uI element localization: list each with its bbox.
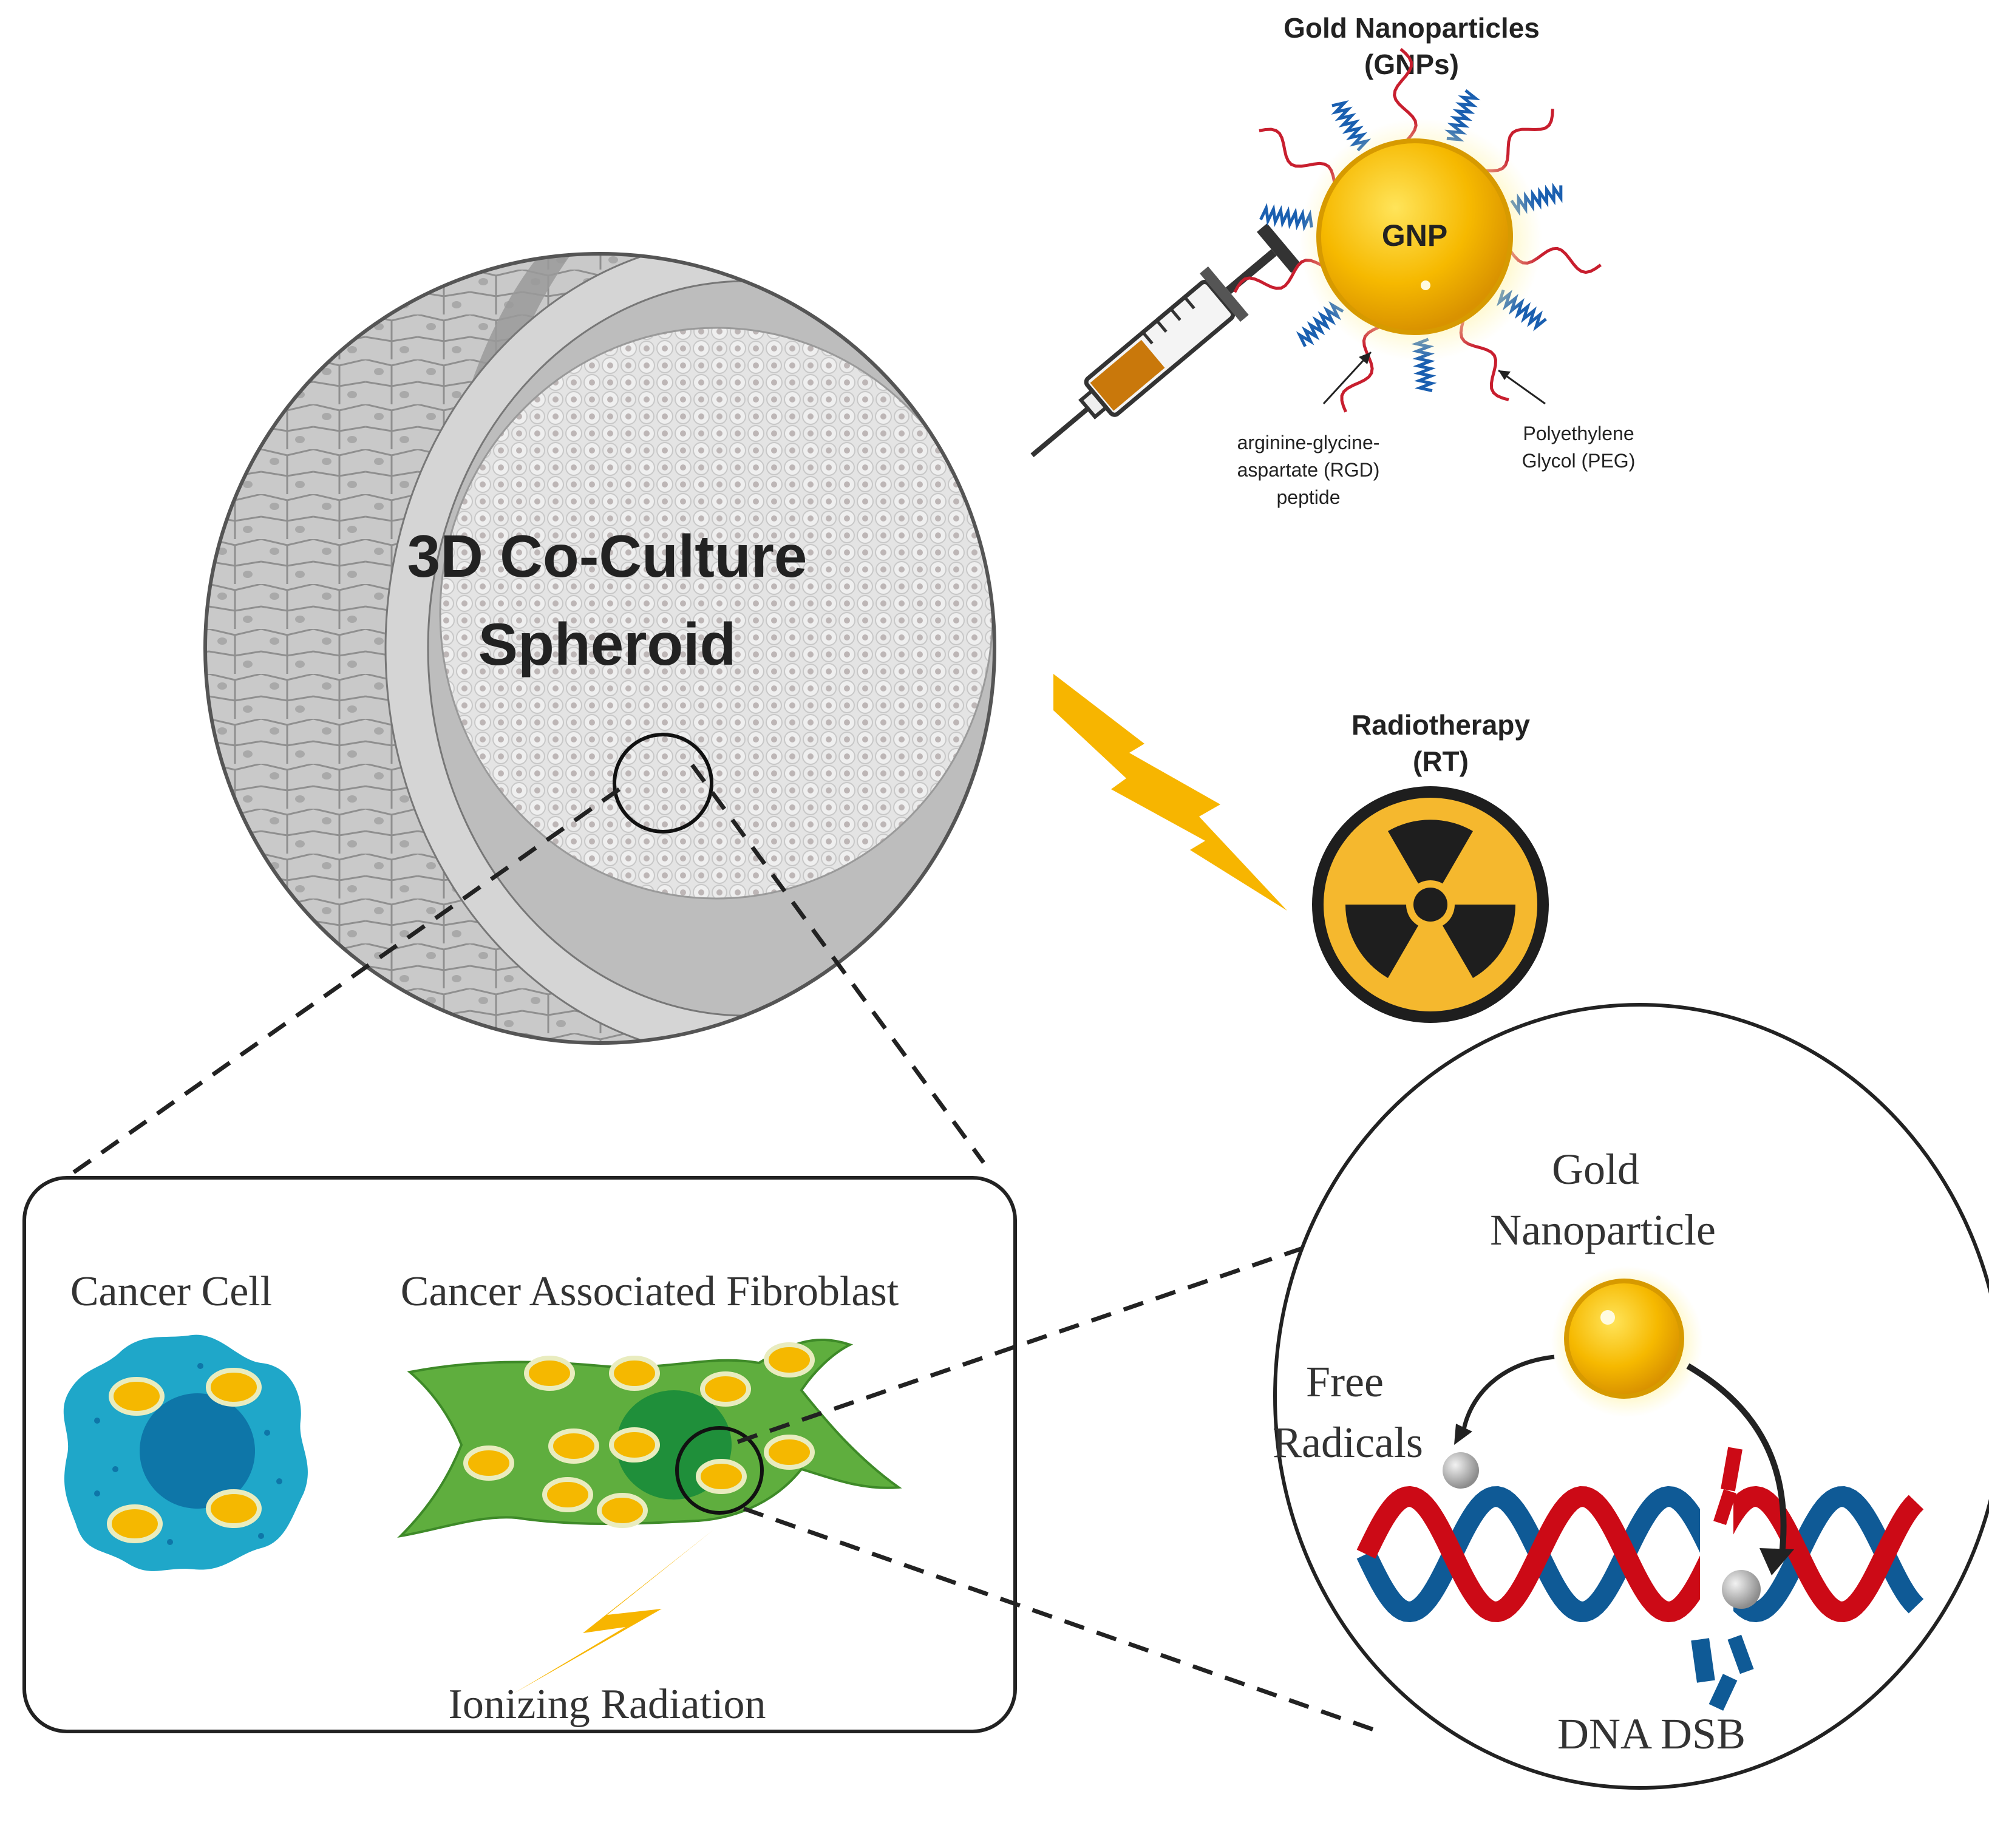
rgd-label-line3: peptide (1277, 486, 1341, 508)
spheroid-title-line1: 3D Co-Culture (407, 523, 807, 589)
spheroid: 3D Co-Culture Spheroid (203, 252, 996, 1045)
radiation-symbol-icon (1312, 786, 1549, 1023)
cancer-cell-label: Cancer Cell (70, 1268, 272, 1315)
peg-label-line1: Polyethylene (1523, 423, 1634, 444)
rgd-label-line2: aspartate (RGD) (1237, 459, 1380, 481)
dna-helix-icon (1356, 1447, 1924, 1711)
ionizing-radiation-label: Ionizing Radiation (449, 1681, 766, 1728)
zoom-circle: Gold Nanoparticle Free Radicals DNA DSB (1273, 1003, 1989, 1790)
zoom-gnp-label-line1: Gold (1552, 1145, 1639, 1194)
radiotherapy-panel: Radiotherapy (RT) (1053, 674, 1549, 1023)
rt-title-line1: Radiotherapy (1352, 709, 1530, 741)
dsb-arrow (1686, 1363, 1787, 1555)
dna-fragment (1727, 1634, 1754, 1674)
gnp-panel: Gold Nanoparticles (GNPs) GNP arginine-g… (1233, 12, 1636, 508)
free-radicals-label-line1: Free (1306, 1357, 1384, 1406)
zoom-gnp-icon (1564, 1279, 1684, 1399)
dna-fragment (1691, 1638, 1715, 1683)
dna-fragment (1713, 1489, 1736, 1526)
peg-label-line2: Glycol (PEG) (1522, 450, 1636, 472)
radiation-bolt-icon (1053, 674, 1287, 911)
gnp-core-icon (1316, 138, 1513, 335)
cancer-cell-icon (63, 1334, 308, 1571)
cell-box: Cancer Cell Cancer Associated Fibroblast (22, 1176, 1017, 1733)
cancer-cell-nucleus (140, 1393, 255, 1509)
dna-strand-red (1356, 1486, 1924, 1623)
dsb-radical-icon (1722, 1570, 1761, 1609)
free-radicals-label-line2: Radicals (1273, 1418, 1423, 1467)
gnp-core-label: GNP (1382, 219, 1447, 253)
fibroblast-zoom-marker (675, 1426, 764, 1515)
radical-arrow (1461, 1354, 1555, 1433)
spheroid-title-line2: Spheroid (478, 611, 736, 678)
dna-dsb-label: DNA DSB (1557, 1710, 1746, 1758)
caf-label: Cancer Associated Fibroblast (401, 1268, 899, 1315)
free-radical-icon (1443, 1452, 1479, 1489)
spheroid-zoom-marker (613, 733, 713, 834)
rgd-pointer (1322, 351, 1372, 405)
rt-title-line2: (RT) (1413, 746, 1469, 777)
rgd-label-line1: arginine-glycine- (1237, 432, 1380, 454)
spheroid-inner-cells (440, 328, 993, 899)
dna-fragment (1721, 1447, 1742, 1492)
fibroblast-zoom-lines (736, 1225, 1376, 1733)
spheroid-zoom-lines (71, 763, 985, 1175)
zoom-gnp-label-line2: Nanoparticle (1490, 1206, 1716, 1254)
dna-fragment (1708, 1674, 1738, 1711)
syringe-icon (1030, 223, 1302, 458)
fibroblast-icon (397, 1339, 902, 1538)
gnp-panel-title-line1: Gold Nanoparticles (1284, 12, 1540, 44)
